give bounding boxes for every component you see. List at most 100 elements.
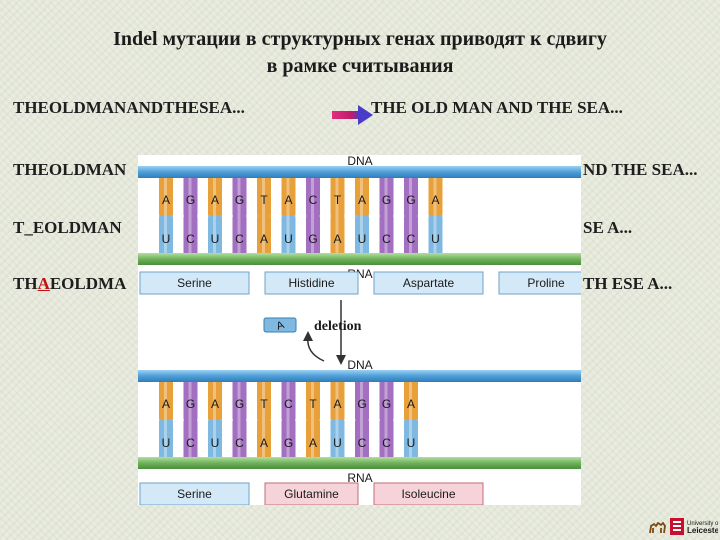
top-base-pair: GC: [404, 176, 418, 255]
top-rna-base-bar: [306, 215, 320, 255]
top-rna-base-letter: A: [333, 232, 341, 246]
example-original: THEOLDMANANDTHESEA...: [13, 98, 245, 117]
example-original-spaced: THE OLD MAN AND THE SEA...: [371, 98, 623, 117]
bottom-dna-base-letter: T: [309, 397, 317, 411]
top-base-pair: GC: [379, 176, 394, 255]
top-rna-base-letter: U: [211, 232, 220, 246]
bottom-rna-base-letter: A: [260, 436, 268, 450]
top-base-shine: [286, 176, 290, 255]
bottom-base-pair: CG: [281, 380, 296, 459]
top-base-pair: CG: [306, 176, 320, 255]
top-dna-base-letter: A: [211, 193, 219, 207]
top-amino-acid-box: [373, 271, 484, 295]
top-rna-base-bar: [257, 215, 271, 255]
top-rna-base-bar: [404, 215, 418, 255]
right-arrow-icon: [332, 105, 373, 125]
bottom-dna-base-letter: G: [186, 397, 195, 411]
bottom-amino-acid-label: Glutamine: [284, 487, 339, 501]
bottom-base-shine: [213, 380, 216, 459]
bottom-rna-base-letter: U: [211, 436, 220, 450]
top-base-pair: AU: [281, 176, 296, 255]
top-dna-base-bar: [404, 176, 418, 217]
bottom-base-pair: GC: [232, 380, 247, 459]
bottom-rna-base-bar: [306, 419, 320, 459]
top-amino-acid-label: Proline: [527, 276, 565, 290]
bottom-base-pair: GC: [355, 380, 369, 459]
top-dna-base-bar: [306, 176, 320, 217]
top-base-shine: [213, 176, 216, 255]
bottom-rna-base-bar: [232, 419, 247, 459]
bottom-base-pair: AU: [404, 380, 418, 459]
bottom-rna-base-bar: [355, 419, 369, 459]
top-base-pair: AU: [159, 176, 173, 255]
bottom-dna-base-bar: [257, 380, 271, 421]
top-rna-base-letter: C: [382, 232, 391, 246]
bottom-rna-base-bar: [183, 419, 198, 459]
top-base-shine: [262, 176, 265, 255]
bottom-base-shine: [286, 380, 290, 459]
top-rna-base-letter: U: [162, 232, 171, 246]
top-dna-base-letter: G: [406, 193, 415, 207]
excision-arrow-head: [303, 331, 313, 341]
bottom-dna-base-letter: G: [382, 397, 391, 411]
top-base-shine: [311, 176, 314, 255]
top-rna-base-letter: G: [308, 232, 317, 246]
bottom-base-pair: TA: [257, 380, 271, 459]
bottom-dna-base-bar: [306, 380, 320, 421]
example-insertion-right: TH ESE A...: [583, 274, 673, 293]
bottom-rna-base-letter: C: [235, 436, 244, 450]
top-dna-base-bar: [159, 176, 173, 217]
top-dna-label: DNA: [347, 155, 372, 168]
bottom-dna-base-letter: G: [357, 397, 366, 411]
insertion-prefix: TH: [13, 274, 38, 293]
bottom-rna-base-letter: C: [358, 436, 367, 450]
top-dna-base-bar: [379, 176, 394, 217]
top-base-pair: AU: [208, 176, 222, 255]
bottom-dna-base-bar: [208, 380, 222, 421]
slide-title-line2: в рамке считывания: [266, 55, 454, 77]
bottom-dna-base-bar: [379, 380, 394, 421]
bottom-amino-acid-box: [264, 482, 359, 505]
bottom-dna-base-bar: [355, 380, 369, 421]
bottom-dna-strand: [138, 370, 581, 382]
bottom-dna-base-bar: [404, 380, 418, 421]
top-rna-base-bar: [379, 215, 394, 255]
top-dna-base-bar: [232, 176, 247, 217]
deleted-base-letter: A: [275, 319, 287, 333]
bottom-amino-acid-box: [373, 482, 484, 505]
deletion-arrow-head: [336, 355, 346, 365]
bottom-rna-base-bar: [404, 419, 418, 459]
top-rna-base-bar: [232, 215, 247, 255]
top-rna-base-bar: [159, 215, 173, 255]
bottom-rna-base-letter: U: [407, 436, 416, 450]
top-dna-base-bar: [428, 176, 443, 217]
top-rna-base-bar: [330, 215, 345, 255]
bottom-rna-base-bar: [281, 419, 296, 459]
bottom-dna-base-letter: A: [333, 397, 341, 411]
top-base-shine: [188, 176, 192, 255]
top-base-pair: GC: [183, 176, 198, 255]
camel-icon: [649, 521, 666, 534]
top-base-shine: [360, 176, 363, 255]
top-dna-base-bar: [281, 176, 296, 217]
example-deletion-right: SE A...: [583, 218, 633, 237]
top-base-pair: GC: [232, 176, 247, 255]
university-logo-name: Leicester: [687, 526, 718, 535]
top-base-pair: TA: [330, 176, 345, 255]
bottom-amino-acid-box: [139, 482, 250, 505]
bottom-base-pair: GC: [379, 380, 394, 459]
slide-title: Indel мутации в структурных генах привод…: [20, 26, 700, 80]
bottom-rna-base-bar: [257, 419, 271, 459]
top-base-pair: TA: [257, 176, 271, 255]
top-base-shine: [237, 176, 241, 255]
university-logo-label: University of: [687, 521, 718, 527]
bottom-rna-strand: [138, 457, 581, 469]
bottom-dna-base-letter: C: [284, 397, 293, 411]
example-row2-right: ND THE SEA...: [583, 160, 698, 179]
top-dna-base-letter: C: [309, 193, 318, 207]
bottom-rna-label: RNA: [347, 471, 372, 485]
bottom-rna-base-letter: U: [162, 436, 171, 450]
